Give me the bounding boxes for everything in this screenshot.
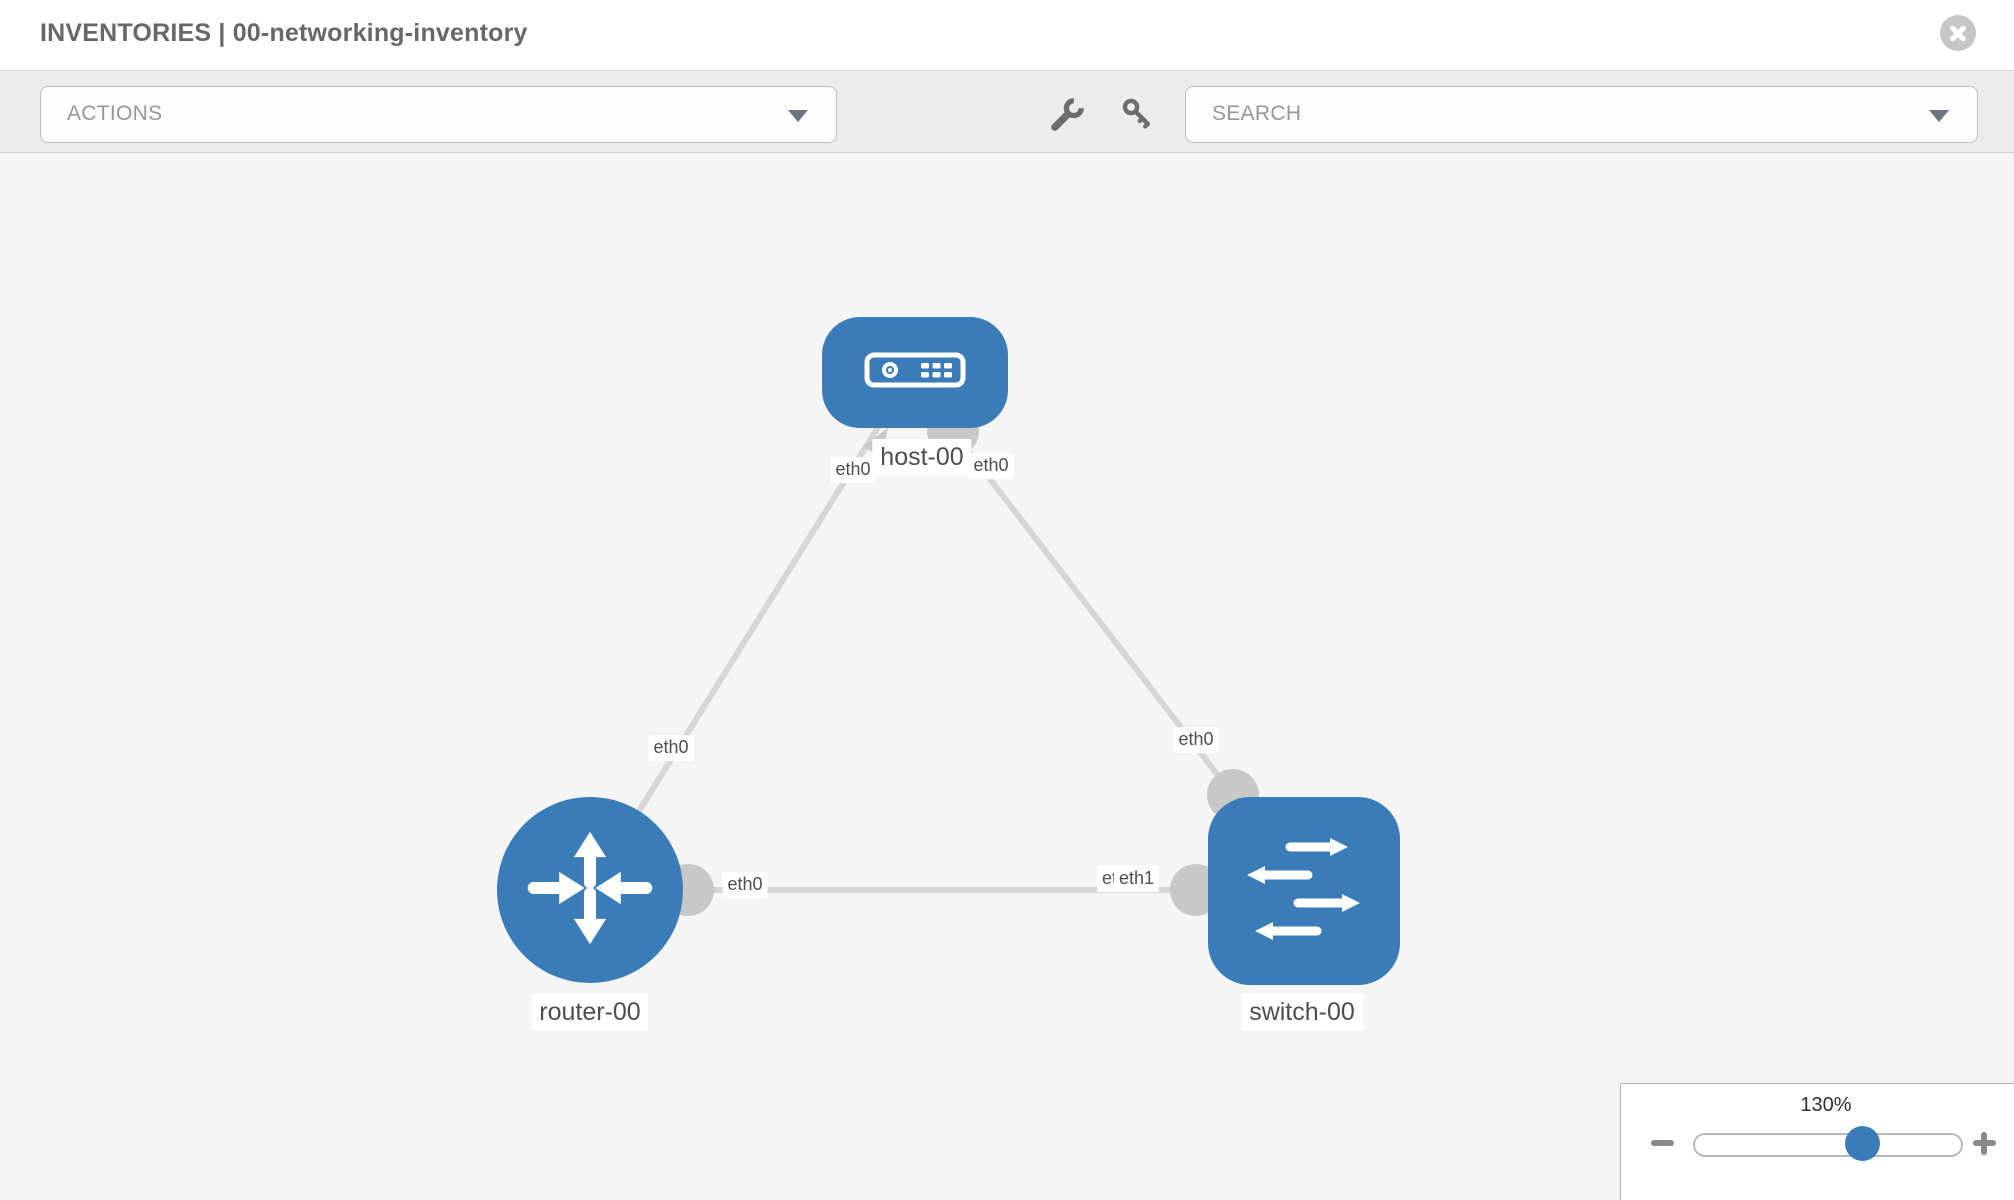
router-icon xyxy=(523,821,657,960)
node-label-host: host-00 xyxy=(872,439,972,475)
chevron-down-icon xyxy=(788,110,808,122)
port-label: eth1 xyxy=(1114,866,1160,892)
host-icon xyxy=(863,348,967,397)
wrench-icon xyxy=(1048,98,1086,138)
actions-dropdown[interactable]: ACTIONS xyxy=(40,86,837,143)
node-label-switch: switch-00 xyxy=(1241,994,1363,1030)
search-dropdown-label: SEARCH xyxy=(1212,102,1302,125)
chevron-down-icon xyxy=(1929,110,1949,122)
search-dropdown[interactable]: SEARCH xyxy=(1185,86,1978,143)
node-host-00[interactable] xyxy=(822,317,1008,428)
key-icon xyxy=(1120,98,1154,134)
zoom-slider-knob[interactable] xyxy=(1845,1126,1880,1161)
port-label: eth0 xyxy=(648,735,694,761)
port-label: eth0 xyxy=(968,453,1014,479)
switch-icon xyxy=(1244,837,1364,946)
page-header: INVENTORIES | 00-networking-inventory xyxy=(0,0,2014,71)
zoom-out-icon[interactable] xyxy=(1651,1140,1674,1146)
zoom-panel: 130% xyxy=(1620,1083,2014,1200)
port-label: eth0 xyxy=(722,872,768,898)
port-label: eth0 xyxy=(830,457,876,483)
actions-dropdown-label: ACTIONS xyxy=(67,102,163,125)
zoom-slider[interactable] xyxy=(1693,1126,1963,1161)
node-router-00[interactable] xyxy=(497,797,683,983)
close-button[interactable] xyxy=(1940,15,1976,51)
toolbar: ACTIONS SEARCH xyxy=(0,71,2014,153)
configure-button[interactable] xyxy=(1048,96,1086,139)
zoom-in-icon[interactable] xyxy=(1981,1132,1987,1155)
topology-canvas[interactable] xyxy=(0,153,2014,1200)
zoom-level-value: 130% xyxy=(1800,1094,1852,1116)
node-switch-00[interactable] xyxy=(1208,797,1400,985)
credentials-button[interactable] xyxy=(1120,96,1154,135)
page-title: INVENTORIES | 00-networking-inventory xyxy=(40,19,528,47)
node-label-router: router-00 xyxy=(531,994,649,1030)
port-label: eth0 xyxy=(1173,727,1219,753)
